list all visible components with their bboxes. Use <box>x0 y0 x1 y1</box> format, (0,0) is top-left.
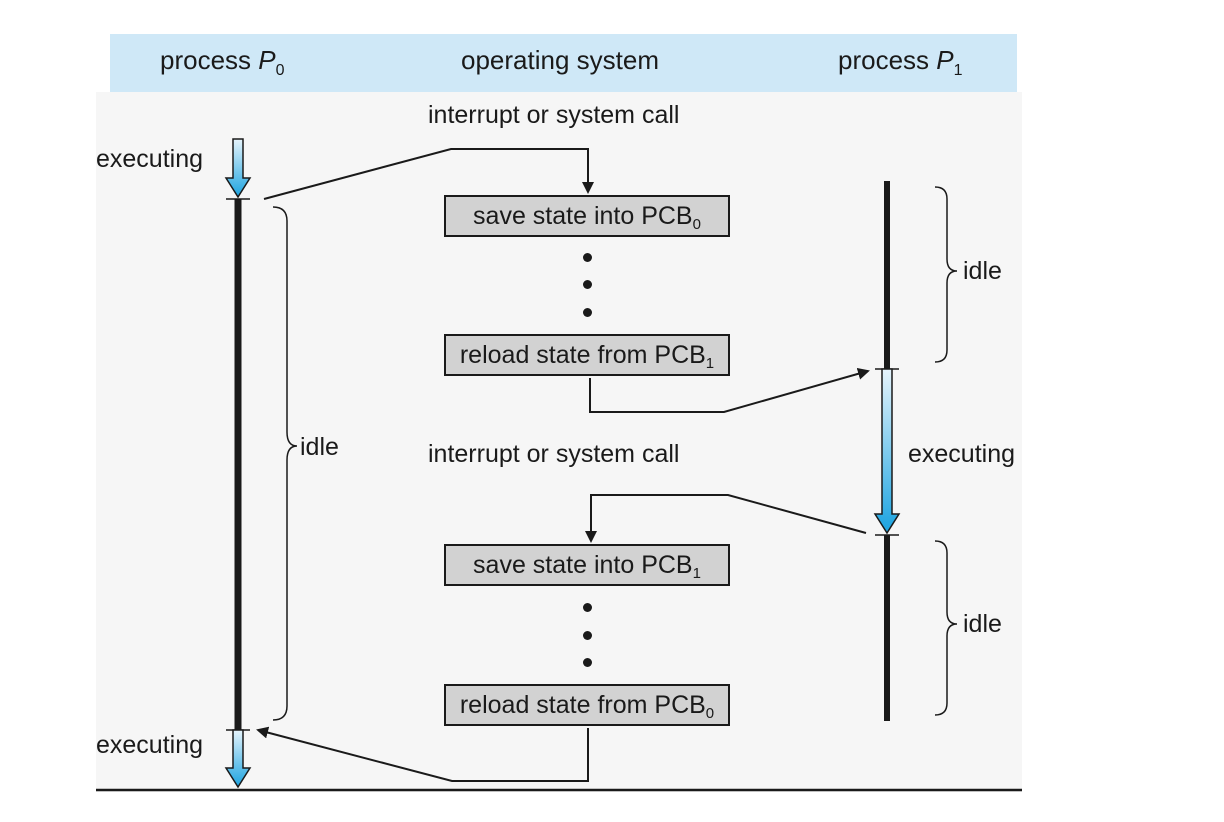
save-state-pcb1-text: save state into PCB <box>473 551 693 579</box>
interrupt-label-top: interrupt or system call <box>428 101 680 129</box>
header-p0-symbol: P <box>258 45 276 75</box>
p0-executing-arrow-bottom <box>224 729 252 789</box>
ellipsis-dot <box>583 603 592 612</box>
flow-arrow-p0-to-save-pcb0 <box>263 148 594 200</box>
header-p1-subscript: 1 <box>953 62 963 79</box>
header-process-p1: process P1 <box>838 45 963 80</box>
idle-label-p0: idle <box>300 433 339 461</box>
header-p0-subscript: 0 <box>275 62 285 79</box>
reload-state-pcb1-text: reload state from PCB <box>459 341 706 369</box>
flow-arrow-reload-pcb0-to-p0 <box>256 726 589 782</box>
header-p0-label: process <box>160 45 252 75</box>
header-operating-system: operating system <box>461 45 659 75</box>
executing-label-p1: executing <box>908 440 1016 468</box>
save-state-pcb0-text: save state into PCB <box>473 202 693 230</box>
p1-executing-arrow <box>873 368 901 535</box>
save-state-pcb1-box: save state into PCB1 <box>444 544 730 586</box>
save-state-pcb1-sub: 1 <box>692 565 701 582</box>
idle-label-p1-top: idle <box>963 257 1002 285</box>
p0-executing-arrow-top <box>224 138 252 199</box>
ellipsis-dot <box>583 280 592 289</box>
save-state-pcb0-sub: 0 <box>692 216 701 233</box>
interrupt-label-mid: interrupt or system call <box>428 440 680 468</box>
header-p1-symbol: P <box>936 45 954 75</box>
p1-idle-brace-bottom <box>934 540 958 716</box>
reload-state-pcb1-sub: 1 <box>705 355 715 372</box>
flow-arrow-reload-pcb1-to-p1 <box>589 367 870 413</box>
header-band <box>110 34 1017 92</box>
p0-idle-brace <box>272 206 298 721</box>
ellipsis-dot <box>583 308 592 317</box>
reload-state-pcb0-text: reload state from PCB <box>459 691 706 719</box>
ellipsis-dot <box>583 658 592 667</box>
reload-state-pcb1-box: reload state from PCB1 <box>444 334 730 376</box>
executing-label-p0-top: executing <box>96 145 204 173</box>
reload-state-pcb0-sub: 0 <box>705 705 715 722</box>
flow-arrow-p1-to-save-pcb1 <box>585 494 867 543</box>
idle-label-p1-bottom: idle <box>963 610 1002 638</box>
reload-state-pcb0-box: reload state from PCB0 <box>444 684 730 726</box>
ellipsis-dot <box>583 631 592 640</box>
header-p1-label: process <box>838 45 930 75</box>
executing-label-p0-bottom: executing <box>96 731 204 759</box>
save-state-pcb0-box: save state into PCB0 <box>444 195 730 237</box>
ellipsis-dot <box>583 253 592 262</box>
p1-idle-brace-top <box>934 186 958 363</box>
header-process-p0: process P0 <box>160 45 285 80</box>
